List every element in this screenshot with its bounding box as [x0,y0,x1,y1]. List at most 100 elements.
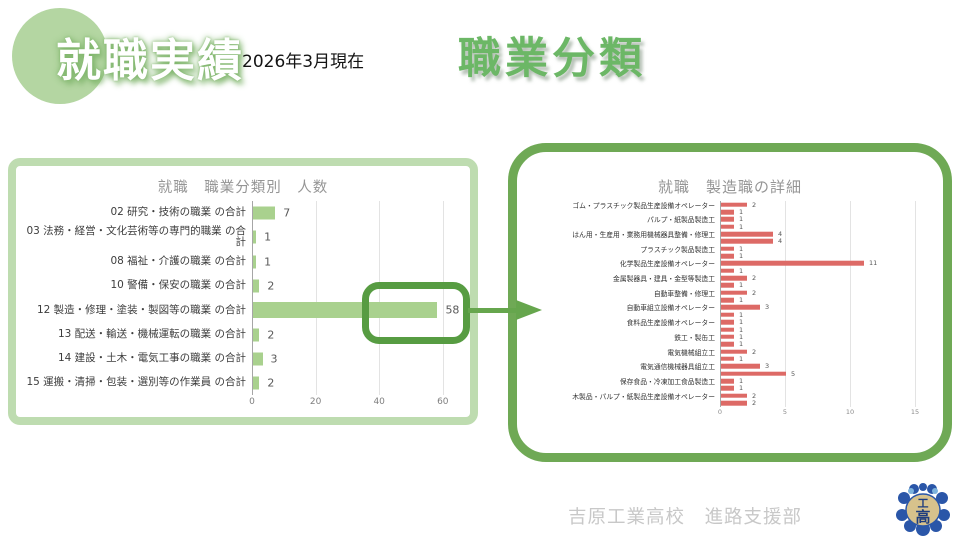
category-label: 化学製品生産設備オペレーター [619,260,715,269]
bar [721,371,786,376]
bar [721,246,734,252]
bar-value: 7 [283,206,291,220]
bar-value: 2 [752,391,757,400]
bar [721,275,747,281]
bar-value: 3 [765,362,770,371]
bar [721,378,734,384]
slide-title: 就職実績 [56,34,245,87]
bar-cell: 2 [252,371,470,395]
bar-cell: 5 [720,370,943,378]
bar-value: 1 [739,384,744,393]
bar [721,400,747,406]
bar-cell: 1 [720,208,943,216]
footer-credit: 吉原工業高校 進路支援部 [567,507,803,528]
arrow-right-icon [516,300,542,320]
bar [721,319,734,325]
bar [253,376,260,390]
bar-cell: 1 [720,332,943,341]
gridline [785,201,786,407]
bar-cell: 58 [252,298,470,322]
bar-value: 1 [739,332,744,341]
bar-cell: 3 [252,347,470,371]
category-label: 食料品生産設備オペレーター [626,319,715,328]
category-label: 鉄工・製缶工 [674,333,715,342]
category-label: プラスチック製品製造工 [640,245,715,254]
bar-value: 1 [739,215,744,224]
bar-value: 2 [752,274,757,283]
section-title: 職業分類 [458,34,646,84]
right-chart-title: 就職 製造職の詳細 [657,178,802,196]
axis-line [720,201,721,407]
bar-value: 1 [739,325,744,334]
bar-cell: 2 [252,274,470,298]
bar [253,230,257,244]
bar-cell: 1 [720,318,943,326]
bar [721,268,734,274]
category-label: はん用・生産用・業務用機械器具整備・修理工 [572,231,715,240]
category-label: 12 製造・修理・塗装・製図等の職業 の合計 [36,303,246,316]
bar [721,209,734,215]
axis-tick: 15 [910,407,920,416]
bar [721,231,773,237]
highlight-box [362,282,470,344]
bar [253,255,257,269]
bar-value: 2 [752,288,757,297]
category-label: ゴム・プラスチック製品生産設備オペレーター [572,201,715,210]
bar-value: 2 [267,376,275,390]
bar-cell: 2 [720,347,943,356]
axis-tick: 40 [373,397,385,408]
bar-cell: 1 [720,340,943,349]
bar-value: 11 [869,259,878,268]
bar-value: 2 [752,347,757,356]
left-chart-row: 10 警備・保安の職業 の合計 2 [16,274,470,298]
gridline [915,201,916,407]
bar [721,290,747,296]
bar-cell: 2 [720,274,943,283]
bar-value: 1 [739,281,744,290]
bar [721,261,864,266]
bar [721,297,734,303]
logo-text-top: 工 [918,497,929,510]
gridline [315,201,317,396]
category-label: パルプ・紙製品製造工 [647,216,715,225]
category-label: 10 警備・保安の職業 の合計 [110,279,246,292]
date-note: 2026年3月現在 [242,52,365,72]
bar [253,279,260,293]
bar-value: 2 [752,398,757,407]
bar [721,253,734,259]
bar-value: 3 [765,303,770,312]
axis-tick: 10 [845,407,855,416]
bar-value: 3 [270,352,278,366]
bar-cell: 1 [720,384,943,393]
bar-cell: 1 [720,222,943,231]
bar [721,224,734,229]
bar-value: 1 [739,222,744,231]
bar [721,202,747,207]
bar-value: 1 [739,340,744,349]
